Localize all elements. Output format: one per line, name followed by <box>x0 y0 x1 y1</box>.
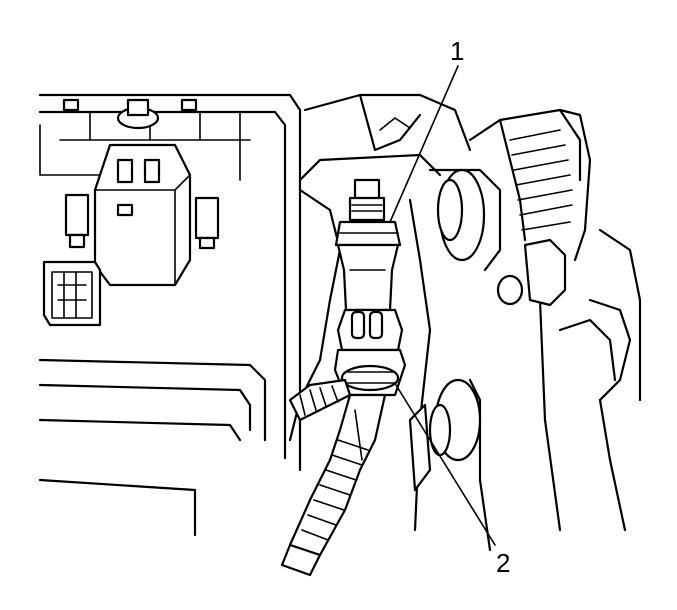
relay <box>93 143 192 287</box>
engine-bracket <box>288 93 642 532</box>
fuse-left <box>64 193 90 249</box>
multi-pin-connector <box>42 260 102 327</box>
electrical-connector <box>333 308 407 397</box>
fuse-right <box>194 196 220 250</box>
underhood-fuse-block <box>38 93 302 537</box>
mounting-plate <box>408 168 502 552</box>
callout-2-label: 2 <box>496 548 510 578</box>
wiring-harness <box>280 378 387 577</box>
sensor-body <box>334 178 402 312</box>
callout-1-label: 1 <box>450 36 464 66</box>
callout-leaders <box>389 65 496 546</box>
